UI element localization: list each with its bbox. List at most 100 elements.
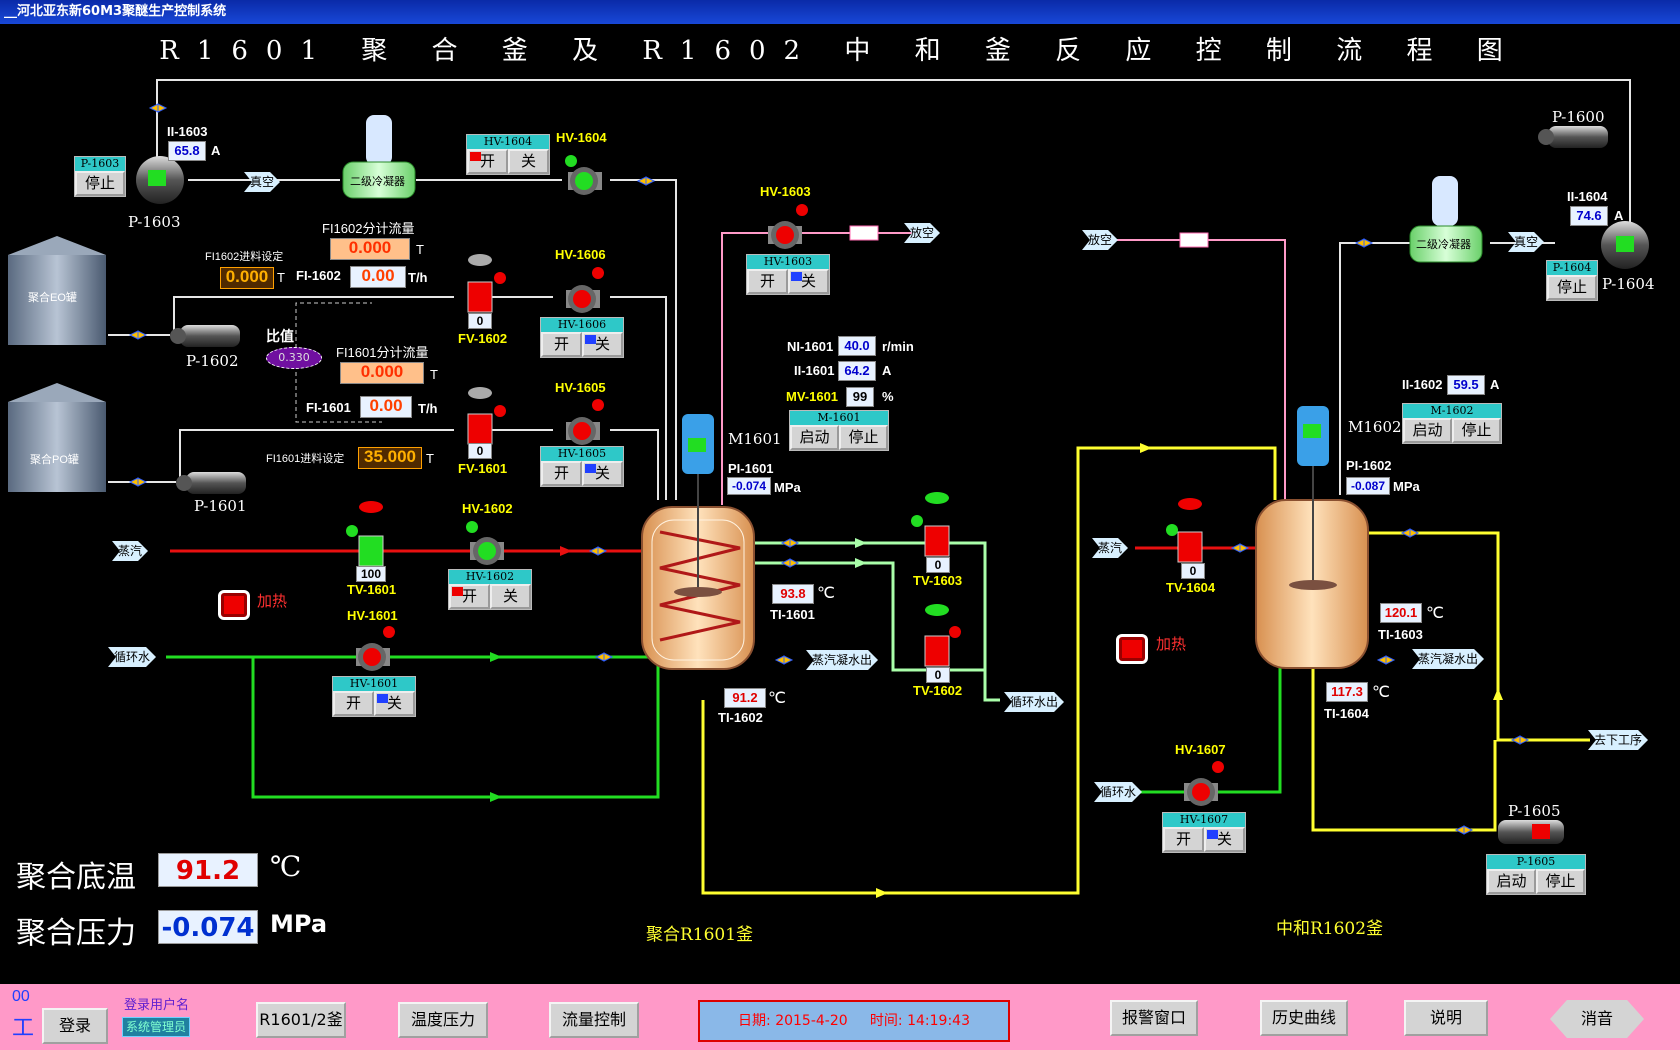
- cooling-out-tag: 循环水出: [1004, 692, 1064, 712]
- m1601-stop-button[interactable]: 停止: [839, 425, 888, 450]
- tv1603-tag: TV-1603: [913, 573, 963, 588]
- pump-p1601-label: P-1601: [194, 497, 247, 515]
- hv1607-control: HV-1607 开 关: [1162, 812, 1246, 853]
- fi1601-total-value: 0.000: [340, 362, 424, 384]
- mv1601-value: 99: [846, 387, 874, 407]
- ti1601-tag: TI-1601: [770, 607, 815, 622]
- hv1601-close-button[interactable]: 关: [374, 691, 415, 716]
- reactor-r1602-name: 中和R1602釜: [1276, 919, 1384, 939]
- hv1607-close-button[interactable]: 关: [1204, 827, 1245, 852]
- fi1601-set-label: FI1601进料设定: [266, 453, 345, 465]
- hv1603-open-button[interactable]: 开: [747, 269, 788, 294]
- hv1606-open-button[interactable]: 开: [541, 332, 582, 357]
- hv1604-header: HV-1604: [467, 135, 549, 149]
- hv1606-close-button[interactable]: 关: [582, 332, 623, 357]
- m1602-stop-button[interactable]: 停止: [1452, 418, 1501, 443]
- fi1601-total-label: FI1601分计流量: [336, 345, 429, 360]
- hv1604-close-button[interactable]: 关: [508, 149, 549, 174]
- time-label: 时间:: [869, 1013, 903, 1029]
- fi1602-total-unit: T: [416, 242, 424, 257]
- hv1602-close-button[interactable]: 关: [490, 584, 531, 609]
- bottom-temp-value: 91.2: [158, 853, 258, 887]
- process-diagram: [8, 79, 1649, 898]
- heat-indicator-1[interactable]: [218, 590, 250, 620]
- fi1602-set-unit: T: [277, 270, 285, 285]
- silo-po-label: 聚合PO罐: [30, 454, 79, 466]
- nav-temp-pressure[interactable]: 温度压力: [398, 1002, 488, 1038]
- ii1604-value: 74.6: [1570, 206, 1608, 226]
- pump-p1605-stop-button[interactable]: 停止: [1536, 869, 1585, 894]
- cooling-water-tag-1: 循环水: [108, 647, 156, 667]
- ni1601-value: 40.0: [838, 336, 876, 356]
- hv1605-close-button[interactable]: 关: [582, 461, 623, 486]
- hv1601-tag: HV-1601: [347, 608, 398, 623]
- fv1602-value: 0: [468, 313, 492, 329]
- fv1601-tag: FV-1601: [458, 461, 508, 476]
- heat-label-2: 加热: [1156, 636, 1187, 653]
- motor-m1602-icon: [1297, 406, 1329, 466]
- m1602-control: M-1602 启动 停止: [1402, 403, 1502, 444]
- fv1602-tag: FV-1602: [458, 331, 508, 346]
- vent-flow-element-2: [1179, 232, 1209, 248]
- m1602-start-button[interactable]: 启动: [1403, 418, 1452, 443]
- hv1602-open-indicator: [452, 587, 463, 596]
- m1601-start-button[interactable]: 启动: [790, 425, 839, 450]
- pump-p1605-control: P-1605 启动 停止: [1486, 854, 1586, 895]
- nav-r1601-2[interactable]: R1601/2釜: [256, 1002, 346, 1038]
- steam-tag-2: 蒸汽: [1092, 538, 1128, 558]
- help-button[interactable]: 说明: [1404, 1000, 1488, 1036]
- user-name: 系统管理员: [122, 1017, 190, 1037]
- hv1606-close-indicator: [585, 335, 596, 344]
- fi1601-set-unit: T: [426, 451, 434, 466]
- alarm-window-button[interactable]: 报警窗口: [1110, 1000, 1198, 1036]
- to-next-process-tag: 去下工序: [1588, 730, 1648, 750]
- pump-p1603-stop-button[interactable]: 停止: [75, 171, 125, 196]
- pi1602-unit: MPa: [1393, 479, 1420, 494]
- time-value: 14:19:43: [907, 1013, 970, 1029]
- login-button[interactable]: 登录: [42, 1008, 108, 1044]
- fi1601-unit: T/h: [418, 401, 438, 416]
- ti1604-value: 117.3: [1326, 682, 1368, 702]
- tv1603-valve-icon: [911, 492, 950, 557]
- ii1604-unit: A: [1614, 208, 1624, 223]
- fi1602-value: 0.00: [350, 266, 406, 288]
- condenser-1: [342, 115, 416, 199]
- pi1602-tag: PI-1602: [1346, 458, 1392, 473]
- silo-eo-label: 聚合EO罐: [28, 292, 77, 304]
- fi1601-set-input[interactable]: 35.000: [358, 447, 422, 469]
- ni1601-tag: NI-1601: [787, 339, 834, 354]
- hv1603-close-button[interactable]: 关: [788, 269, 829, 294]
- hv1602-header: HV-1602: [449, 570, 531, 584]
- pump-p1602-body: [170, 325, 240, 347]
- hv1601-open-button[interactable]: 开: [333, 691, 374, 716]
- hv1603-control: HV-1603 开 关: [746, 254, 830, 295]
- date-label: 日期:: [738, 1013, 771, 1029]
- mute-button[interactable]: 消音: [1550, 1000, 1644, 1038]
- steam-tag-1: 蒸汽: [112, 541, 148, 561]
- reactor-r1601: [641, 470, 755, 670]
- pump-p1604-label: P-1604: [1602, 275, 1655, 293]
- hv1602-valve-icon: [466, 521, 504, 565]
- pump-p1604-stop-button[interactable]: 停止: [1547, 275, 1597, 300]
- hv1607-open-button[interactable]: 开: [1163, 827, 1204, 852]
- hv1602-open-button[interactable]: 开: [449, 584, 490, 609]
- ratio-value[interactable]: 0.330: [266, 347, 322, 369]
- hv1604-control: HV-1604 开 关: [466, 134, 550, 175]
- heat-indicator-2[interactable]: [1116, 634, 1148, 664]
- hv1601-valve-icon: [356, 626, 395, 671]
- ti1603-unit: ℃: [1426, 605, 1444, 622]
- pump-p1605-start-button[interactable]: 启动: [1487, 869, 1536, 894]
- hv1605-open-button[interactable]: 开: [541, 461, 582, 486]
- ti1601-unit: ℃: [817, 585, 835, 602]
- pump-p1604-header: P-1604: [1547, 261, 1597, 275]
- fi1602-set-input[interactable]: 0.000: [220, 267, 274, 289]
- hv1601-close-indicator: [377, 694, 388, 703]
- hv1601-control: HV-1601 开 关: [332, 676, 416, 717]
- hv1607-tag: HV-1607: [1175, 742, 1226, 757]
- pump-p1605-body: [1498, 820, 1564, 844]
- history-trend-button[interactable]: 历史曲线: [1260, 1000, 1348, 1036]
- hv1606-control: HV-1606 开 关: [540, 317, 624, 358]
- hv1604-open-button[interactable]: 开: [467, 149, 508, 174]
- nav-flow-control[interactable]: 流量控制: [549, 1002, 639, 1038]
- hv1604-valve-icon: [565, 155, 602, 195]
